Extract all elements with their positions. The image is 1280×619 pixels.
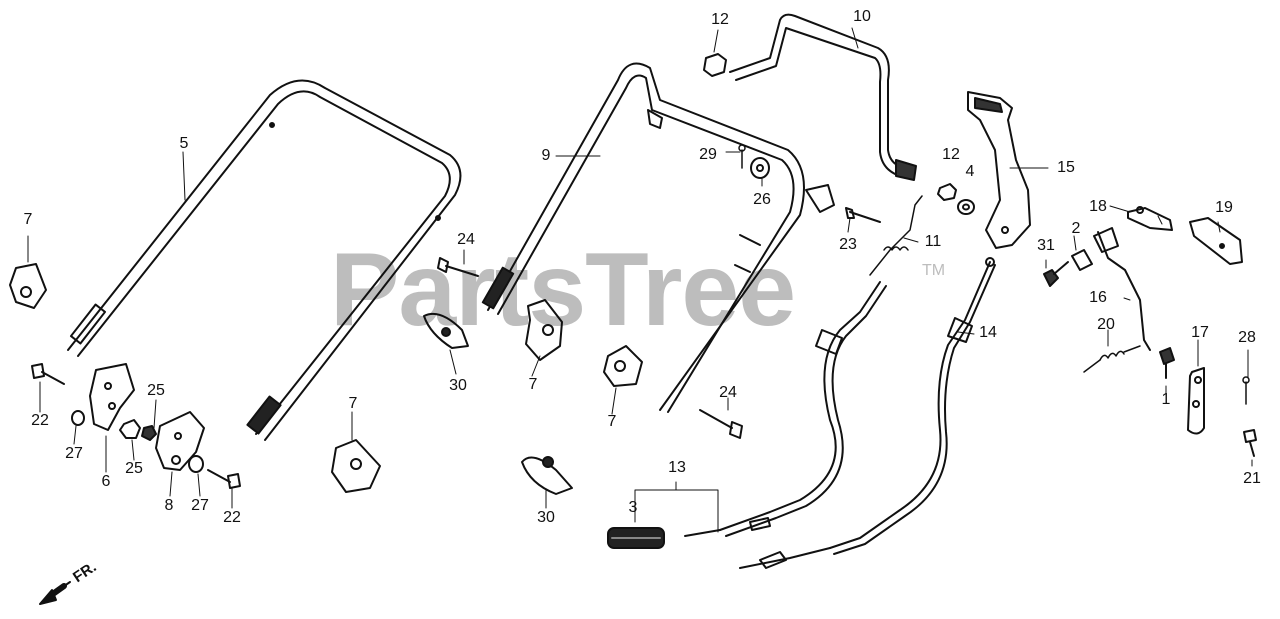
part-2-spacer[interactable] [1071,249,1093,271]
callout-25a[interactable]: 25 [147,382,165,399]
callout-12b[interactable]: 12 [942,146,960,163]
callout-30b[interactable]: 30 [537,509,555,526]
callout-7c[interactable]: 7 [348,395,358,412]
callout-6[interactable]: 6 [101,473,111,490]
part-24-bolt-a[interactable] [437,257,479,277]
part-8-bracket[interactable] [155,411,205,471]
part-25-nut-a[interactable] [119,419,141,439]
part-30-clip-a[interactable] [423,312,469,349]
callout-19[interactable]: 19 [1215,199,1233,216]
part-7-knob-b[interactable] [525,299,563,361]
part-27-washer-b[interactable] [188,455,204,473]
part-7-knob-c[interactable] [603,345,643,387]
part-19-cover[interactable] [1189,217,1243,265]
callout-5[interactable]: 5 [179,135,189,152]
part-11-spring[interactable] [869,195,923,276]
part-27-washer-a[interactable] [71,410,85,426]
callout-29[interactable]: 29 [699,146,717,163]
part-14-cable[interactable] [739,257,996,569]
callout-2[interactable]: 2 [1071,220,1081,237]
part-25-nut-b[interactable] [141,425,157,441]
part-18-clip[interactable] [1127,206,1173,231]
callout-7b[interactable]: 7 [528,376,538,393]
callout-31[interactable]: 31 [1037,237,1055,254]
part-16-rod[interactable] [1093,227,1151,351]
callout-30a[interactable]: 30 [449,377,467,394]
part-5-lower-handle[interactable] [67,79,462,441]
part-30-clip-b[interactable] [521,456,573,495]
part-12-nut-b[interactable] [937,183,957,201]
callout-1[interactable]: 1 [1161,391,1171,408]
part-31-bolt[interactable] [1043,261,1069,287]
callout-24a[interactable]: 24 [457,231,475,248]
callout-21[interactable]: 21 [1243,470,1261,487]
part-15-lever[interactable] [967,91,1031,249]
part-22-bolt-b[interactable] [207,469,241,489]
callout-20[interactable]: 20 [1097,316,1115,333]
callout-22b[interactable]: 22 [223,509,241,526]
callout-27b[interactable]: 27 [191,497,209,514]
leader-lines [27,27,1253,533]
callout-18[interactable]: 18 [1089,198,1107,215]
callout-3[interactable]: 3 [628,499,638,516]
callout-11[interactable]: 11 [924,233,942,250]
front-direction-arrow-icon [39,581,71,605]
part-17-bracket[interactable] [1187,367,1205,435]
part-10-rod[interactable] [729,13,917,181]
callout-8[interactable]: 8 [164,497,174,514]
callout-28[interactable]: 28 [1238,329,1256,346]
callout-24b[interactable]: 24 [719,384,737,401]
callout-7d[interactable]: 7 [607,413,617,430]
part-13-cable[interactable] [684,281,887,537]
callout-23[interactable]: 23 [839,236,857,253]
part-12-nut-a[interactable] [703,53,727,77]
part-28-pin[interactable] [1242,376,1250,405]
callout-17[interactable]: 17 [1191,324,1209,341]
part-21-bolt[interactable] [1243,429,1257,457]
callout-14[interactable]: 14 [979,324,997,341]
part-24-bolt-b[interactable] [699,409,743,439]
callout-7a[interactable]: 7 [23,211,33,228]
callout-15[interactable]: 15 [1057,159,1075,176]
part-9-upper-handle[interactable] [481,62,835,413]
callout-16[interactable]: 16 [1089,289,1107,306]
watermark-tm: TM [922,262,946,279]
callout-27a[interactable]: 27 [65,445,83,462]
callout-9[interactable]: 9 [541,147,551,164]
part-20-spring[interactable] [1083,345,1141,373]
callout-12a[interactable]: 12 [711,11,729,28]
callout-22a[interactable]: 22 [31,412,49,429]
part-6-bracket[interactable] [89,363,135,431]
part-4-washer[interactable] [957,199,975,215]
part-7-knob-a[interactable] [9,263,47,309]
callout-26[interactable]: 26 [753,191,771,208]
callout-25b[interactable]: 25 [125,460,143,477]
part-1-nut[interactable] [1159,347,1175,379]
callout-4[interactable]: 4 [965,163,975,180]
part-29-pin[interactable] [738,144,746,169]
callout-10[interactable]: 10 [853,8,871,25]
callout-13[interactable]: 13 [668,459,686,476]
part-26-washer[interactable] [750,157,770,179]
part-23-bolt[interactable] [845,207,881,223]
part-22-bolt-a[interactable] [31,363,65,385]
part-7-knob-d[interactable] [331,439,381,493]
part-3-grip[interactable] [607,527,665,549]
